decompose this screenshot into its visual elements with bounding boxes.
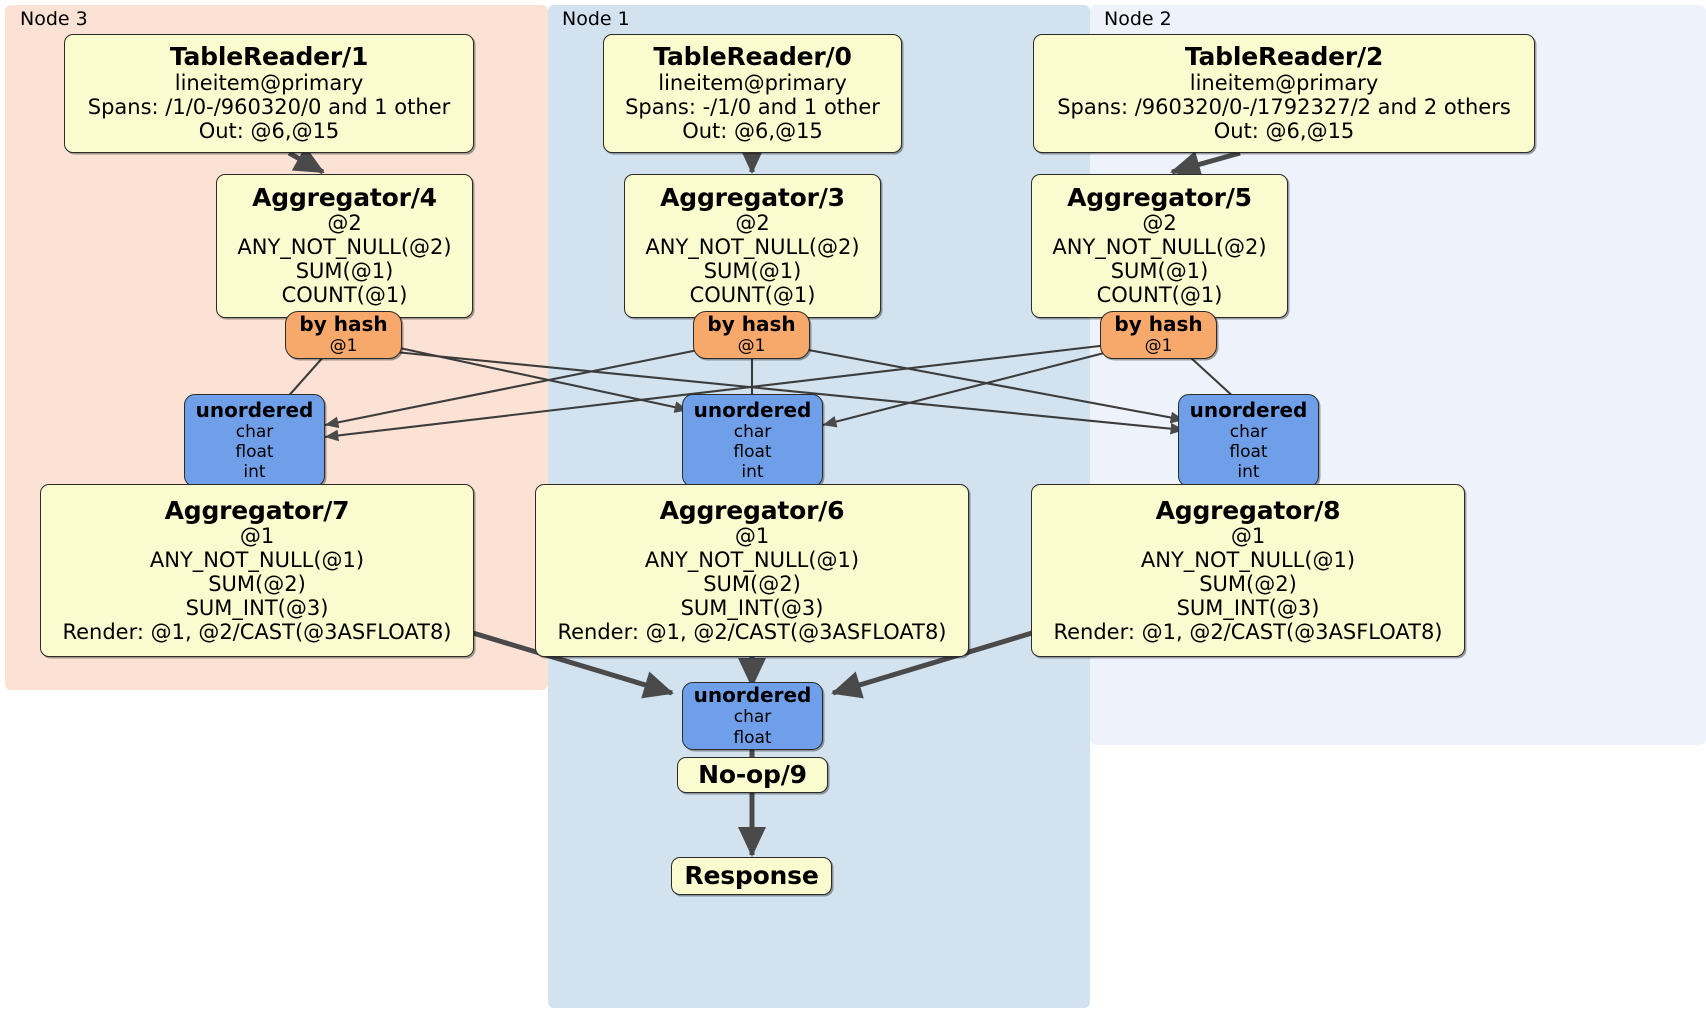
box-detail-line: ANY_NOT_NULL(@2) bbox=[237, 235, 452, 260]
box-title: No-op/9 bbox=[698, 759, 807, 789]
box-aggregator-3[interactable]: Aggregator/3 @2 ANY_NOT_NULL(@2) SUM(@1)… bbox=[624, 174, 881, 318]
synchronizer-title: unordered bbox=[1189, 397, 1308, 422]
synchronizer-type-line: int bbox=[243, 462, 266, 483]
synchronizer-type-line: char bbox=[733, 421, 772, 442]
box-title: Aggregator/3 bbox=[660, 183, 845, 212]
router-title: by hash bbox=[299, 312, 388, 337]
box-aggregator-4[interactable]: Aggregator/4 @2 ANY_NOT_NULL(@2) SUM(@1)… bbox=[216, 174, 473, 318]
box-detail-line: COUNT(@1) bbox=[689, 283, 816, 308]
synchronizer-type-line: char bbox=[235, 421, 274, 442]
router-by-hash-left[interactable]: by hash @1 bbox=[285, 311, 402, 359]
box-detail-line: SUM_INT(@3) bbox=[185, 595, 329, 620]
box-detail-line: COUNT(@1) bbox=[281, 283, 408, 308]
box-detail-line: ANY_NOT_NULL(@1) bbox=[149, 547, 365, 572]
node-label-node3: Node 3 bbox=[20, 8, 88, 30]
synchronizer-unordered-right[interactable]: unordered char float int bbox=[1178, 394, 1319, 487]
box-detail-line: SUM(@2) bbox=[1199, 571, 1297, 596]
box-detail-line: @2 bbox=[327, 211, 362, 236]
box-detail-line: Render: @1, @2/CAST(@3ASFLOAT8) bbox=[62, 619, 452, 644]
node-label-node2: Node 2 bbox=[1104, 8, 1172, 30]
synchronizer-title: unordered bbox=[693, 683, 812, 708]
box-detail-line: @1 bbox=[1230, 523, 1266, 548]
box-detail-line: lineitem@primary bbox=[658, 70, 847, 95]
router-detail-line: @1 bbox=[1144, 336, 1173, 357]
box-aggregator-8[interactable]: Aggregator/8 @1 ANY_NOT_NULL(@1) SUM(@2)… bbox=[1031, 484, 1465, 657]
box-title: TableReader/1 bbox=[169, 42, 369, 72]
router-detail-line: @1 bbox=[737, 336, 766, 357]
synchronizer-unordered-mid[interactable]: unordered char float int bbox=[682, 394, 823, 487]
box-detail-line: SUM(@2) bbox=[703, 571, 801, 596]
router-title: by hash bbox=[1114, 312, 1203, 337]
box-detail-line: Spans: /1/0-/960320/0 and 1 other bbox=[87, 94, 451, 119]
box-detail-line: Out: @6,@15 bbox=[682, 118, 823, 143]
box-detail-line: @1 bbox=[239, 523, 275, 548]
box-response[interactable]: Response bbox=[671, 857, 832, 895]
box-title: Response bbox=[684, 860, 819, 890]
synchronizer-type-line: char bbox=[733, 707, 772, 728]
synchronizer-type-line: float bbox=[733, 727, 772, 748]
box-detail-line: lineitem@primary bbox=[174, 70, 364, 95]
box-detail-line: Spans: -/1/0 and 1 other bbox=[625, 94, 880, 119]
box-aggregator-6[interactable]: Aggregator/6 @1 ANY_NOT_NULL(@1) SUM(@2)… bbox=[535, 484, 969, 657]
box-detail-line: ANY_NOT_NULL(@2) bbox=[645, 235, 860, 260]
synchronizer-unordered-left[interactable]: unordered char float int bbox=[184, 394, 325, 487]
box-title: Aggregator/4 bbox=[252, 183, 437, 212]
box-title: Aggregator/7 bbox=[164, 495, 350, 525]
box-tablereader-2[interactable]: TableReader/2 lineitem@primary Spans: /9… bbox=[1033, 34, 1535, 153]
router-by-hash-mid[interactable]: by hash @1 bbox=[693, 311, 810, 359]
box-detail-line: SUM(@1) bbox=[295, 259, 394, 284]
synchronizer-type-line: float bbox=[733, 441, 772, 462]
box-detail-line: @2 bbox=[735, 211, 770, 236]
box-tablereader-1[interactable]: TableReader/1 lineitem@primary Spans: /1… bbox=[64, 34, 474, 153]
box-noop-9[interactable]: No-op/9 bbox=[677, 757, 828, 793]
box-detail-line: Out: @6,@15 bbox=[198, 118, 340, 143]
box-detail-line: SUM(@2) bbox=[208, 571, 306, 596]
node-label-node1: Node 1 bbox=[562, 8, 630, 30]
box-title: Aggregator/8 bbox=[1155, 495, 1341, 525]
router-detail-line: @1 bbox=[329, 336, 358, 357]
box-detail-line: ANY_NOT_NULL(@1) bbox=[1140, 547, 1356, 572]
box-title: Aggregator/6 bbox=[659, 495, 845, 525]
box-detail-line: @1 bbox=[734, 523, 770, 548]
synchronizer-title: unordered bbox=[693, 397, 812, 422]
box-detail-line: SUM_INT(@3) bbox=[680, 595, 824, 620]
synchronizer-type-line: float bbox=[235, 441, 274, 462]
box-detail-line: ANY_NOT_NULL(@2) bbox=[1052, 235, 1267, 260]
synchronizer-title: unordered bbox=[195, 397, 314, 422]
box-detail-line: Out: @6,@15 bbox=[1213, 118, 1355, 143]
box-detail-line: lineitem@primary bbox=[1189, 70, 1379, 95]
synchronizer-type-line: float bbox=[1229, 441, 1268, 462]
router-by-hash-right[interactable]: by hash @1 bbox=[1100, 311, 1217, 359]
box-detail-line: SUM(@1) bbox=[703, 259, 802, 284]
synchronizer-type-line: char bbox=[1229, 421, 1268, 442]
box-aggregator-5[interactable]: Aggregator/5 @2 ANY_NOT_NULL(@2) SUM(@1)… bbox=[1031, 174, 1288, 318]
box-detail-line: Spans: /960320/0-/1792327/2 and 2 others bbox=[1057, 94, 1511, 119]
box-detail-line: Render: @1, @2/CAST(@3ASFLOAT8) bbox=[557, 619, 947, 644]
box-detail-line: SUM_INT(@3) bbox=[1176, 595, 1320, 620]
box-detail-line: Render: @1, @2/CAST(@3ASFLOAT8) bbox=[1053, 619, 1443, 644]
box-tablereader-0[interactable]: TableReader/0 lineitem@primary Spans: -/… bbox=[603, 34, 902, 153]
box-detail-line: ANY_NOT_NULL(@1) bbox=[644, 547, 860, 572]
box-detail-line: COUNT(@1) bbox=[1096, 283, 1223, 308]
box-detail-line: @2 bbox=[1142, 211, 1177, 236]
synchronizer-unordered-final[interactable]: unordered char float bbox=[682, 682, 823, 750]
box-title: Aggregator/5 bbox=[1067, 183, 1252, 212]
synchronizer-type-line: int bbox=[1237, 462, 1260, 483]
box-title: TableReader/0 bbox=[653, 42, 852, 72]
box-aggregator-7[interactable]: Aggregator/7 @1 ANY_NOT_NULL(@1) SUM(@2)… bbox=[40, 484, 474, 657]
box-detail-line: SUM(@1) bbox=[1110, 259, 1209, 284]
box-title: TableReader/2 bbox=[1184, 42, 1384, 72]
router-title: by hash bbox=[707, 312, 796, 337]
synchronizer-type-line: int bbox=[741, 462, 764, 483]
